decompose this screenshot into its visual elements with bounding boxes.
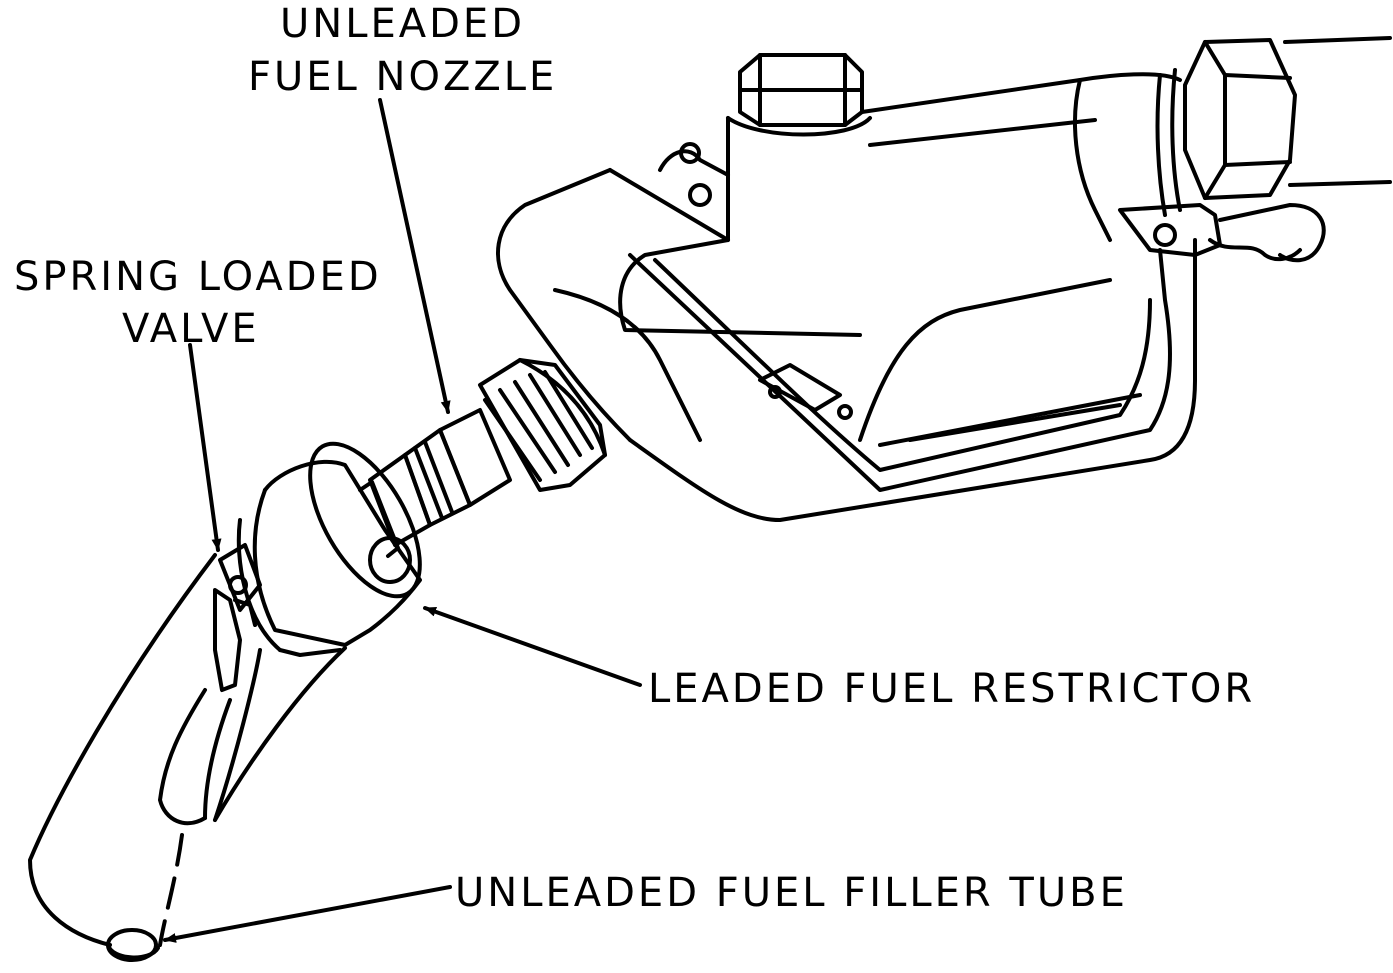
label-leaded-restrictor: LEADED FUEL RESTRICTOR [648,666,1255,712]
hose-swivel-fitting [1155,38,1297,217]
label-spring-valve-1: SPRING LOADED [14,254,382,300]
spring-valve [213,543,262,692]
label-unleaded-nozzle-1: UNLEADED [280,1,525,47]
filler-tube [28,553,347,962]
nozzle-body [496,72,1197,522]
label-filler-tube: UNLEADED FUEL FILLER TUBE [455,870,1128,916]
hold-open-latch [1118,203,1326,263]
spout-nut [478,358,607,492]
leader-spring-valve [188,343,222,552]
leader-nozzle [378,98,451,414]
restrictor-collar [236,441,422,657]
fuel-hose [1283,36,1392,187]
hex-cap [726,53,872,137]
trigger-guard [628,248,1172,492]
leader-filler-tube [163,885,452,943]
label-unleaded-nozzle-2: FUEL NOZZLE [248,54,557,100]
label-spring-valve-2: VALVE [122,306,260,352]
nozzle-spout [358,408,512,558]
leader-lines [163,98,642,943]
leader-restrictor [423,606,642,687]
